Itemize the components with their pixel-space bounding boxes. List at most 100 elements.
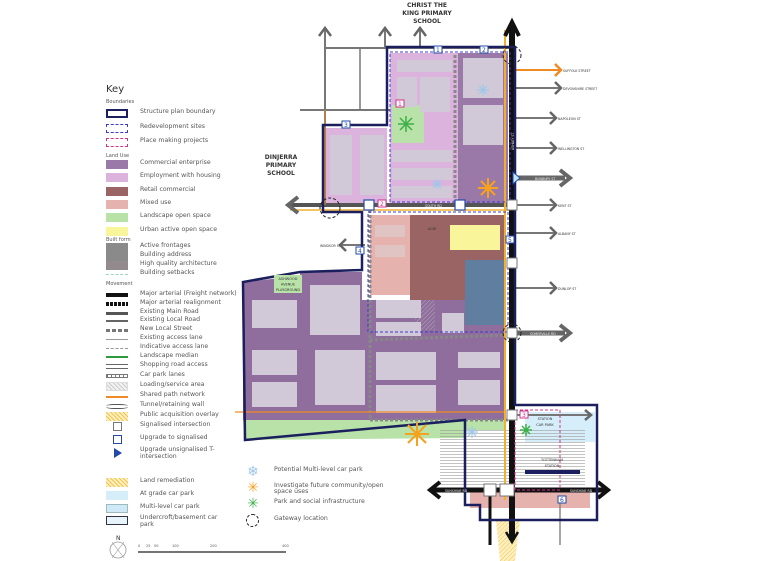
legend-swatch [106,138,128,147]
street-label: NAPOLEON ST [558,117,581,121]
place-making-station [514,409,561,491]
legend-item: Tunnel/retaining wall [106,401,246,412]
commercial-enterprise-south [243,272,505,420]
legend-item: Structure plan boundary [106,108,246,119]
asterisk-icon: ✳ [247,480,259,496]
legend-section-built-form: Built form [106,237,131,243]
station-car-park-label: CAR PARK [536,423,554,427]
legend-item-label: Building address [140,251,192,258]
legend-item-label: Upgrade unsignalised T-intersection [140,446,215,460]
street-label: SUFFOLK STREET [563,69,591,73]
svg-text:50: 50 [154,544,158,548]
legend-item: Urban active open space [106,226,246,237]
school-label: SCHOOL [413,18,441,25]
street-label: SOUTH RD [425,204,442,208]
legend-item-label: Active frontages [140,242,191,249]
school-label: SCHOOL [267,170,295,177]
legend-item-label: Redevelopment sites [140,123,206,130]
svg-text:200: 200 [210,544,217,548]
street-label: BUNBURY ST [535,177,555,181]
legend-swatch [106,356,128,358]
north-arrow-icon: N [109,535,127,559]
legend-swatch [106,412,128,421]
school-label: CHRIST THE [407,2,447,9]
legend-item-label: Major arterial (Freight network) [140,290,237,297]
legend-swatch [106,374,128,378]
legend-swatch [106,302,128,306]
legend-swatch [106,320,128,322]
svg-text:2: 2 [482,47,486,54]
multi-level-car-park-icon [477,84,489,96]
snowflake-icon: ❄ [247,464,259,480]
svg-text:5: 5 [508,237,512,244]
land-remediation [496,520,520,561]
legend-swatch [106,261,128,270]
svg-text:3: 3 [344,122,348,129]
legend-item-label: Landscape open space [140,212,211,219]
legend-item: Major arterial realignment [106,299,246,310]
legend-item: Mixed use [106,199,246,210]
legend-swatch [106,200,128,209]
legend-item-label: Loading/service area [140,381,205,388]
legend-item-label: Mixed use [140,199,172,206]
playground-label: PLAYGROUND [276,288,300,292]
legend-swatch [106,348,128,349]
svg-text:25: 25 [146,544,150,548]
site-badges: 1 2 3 4 5 6 1 2 3 [341,45,567,504]
legend-item: Loading/service area [106,381,246,392]
legend-item: Multi-level car park [106,503,246,514]
legend-item-label: Landscape median [140,352,199,359]
legend-section-movement: Movement [106,281,133,287]
legend-item-label: New Local Street [140,325,193,332]
legend-item-label: Indicative access lane [140,343,209,350]
legend-item-label: Shopping road access [140,361,208,368]
legend-swatch [106,274,128,275]
svg-text:0: 0 [138,544,140,548]
legend-swatch [106,339,128,340]
legend-item-label: Car park lanes [140,371,185,378]
legend-swatch [106,252,128,261]
legend-swatch [106,404,128,409]
legend-section-boundaries: Boundaries [106,99,135,105]
asterisk-icon: ✳ [247,496,259,512]
legend-item-label: High quality architecture [140,260,217,267]
playground-label: AVENUE [281,283,295,287]
street-label: WELLINGTON ST [558,147,584,151]
svg-text:2: 2 [380,201,384,208]
legend-item-label: Tunnel/retaining wall [140,401,205,408]
legend-swatch [106,160,128,169]
street-label: DEVONSHIRE STREET [563,87,597,91]
legend-item: High quality architecture [106,260,246,271]
legend-item-label: Existing Local Road [140,316,201,323]
legend-swatch [106,227,128,236]
legend-swatch [106,491,128,500]
road-arrows [284,17,612,545]
urban-active-space [450,225,500,250]
investigate-open-space-icon [478,178,498,198]
svg-text:100: 100 [172,544,179,548]
legend-item: Building address [106,251,246,262]
station-label: TOTTENHAM [540,458,563,462]
legend-section-land-use: Land Use [106,153,130,159]
legend-swatch [106,312,128,315]
playground-label: ASHWOOD [279,277,298,281]
legend-symbol-label: Potential Multi-level car park [274,466,363,473]
legend-item-label: Multi-level car park [140,503,200,510]
station-car-park-label: STATION [538,417,553,421]
street-label: DUNLOP ST [558,287,576,291]
legend-item: Building setbacks [106,269,246,280]
svg-text:1: 1 [398,101,402,108]
legend-item: Undercroft/basement car park [106,514,246,527]
map-symbols [398,84,580,474]
legend-item: At grade car park [106,490,246,501]
legend-item-label: Place making projects [140,137,209,144]
legend-symbol-item: ✳Investigate future community/open space… [246,480,396,496]
legend-item: Place making projects [106,137,246,148]
legend-item-label: Structure plan boundary [140,108,216,115]
street-label: ASHLEY ST [511,133,515,150]
legend-item-label: Public acquisition overlay [140,411,219,418]
undercroft-car-park [465,260,505,325]
svg-text:3: 3 [522,412,526,419]
legend-swatch [106,293,128,297]
